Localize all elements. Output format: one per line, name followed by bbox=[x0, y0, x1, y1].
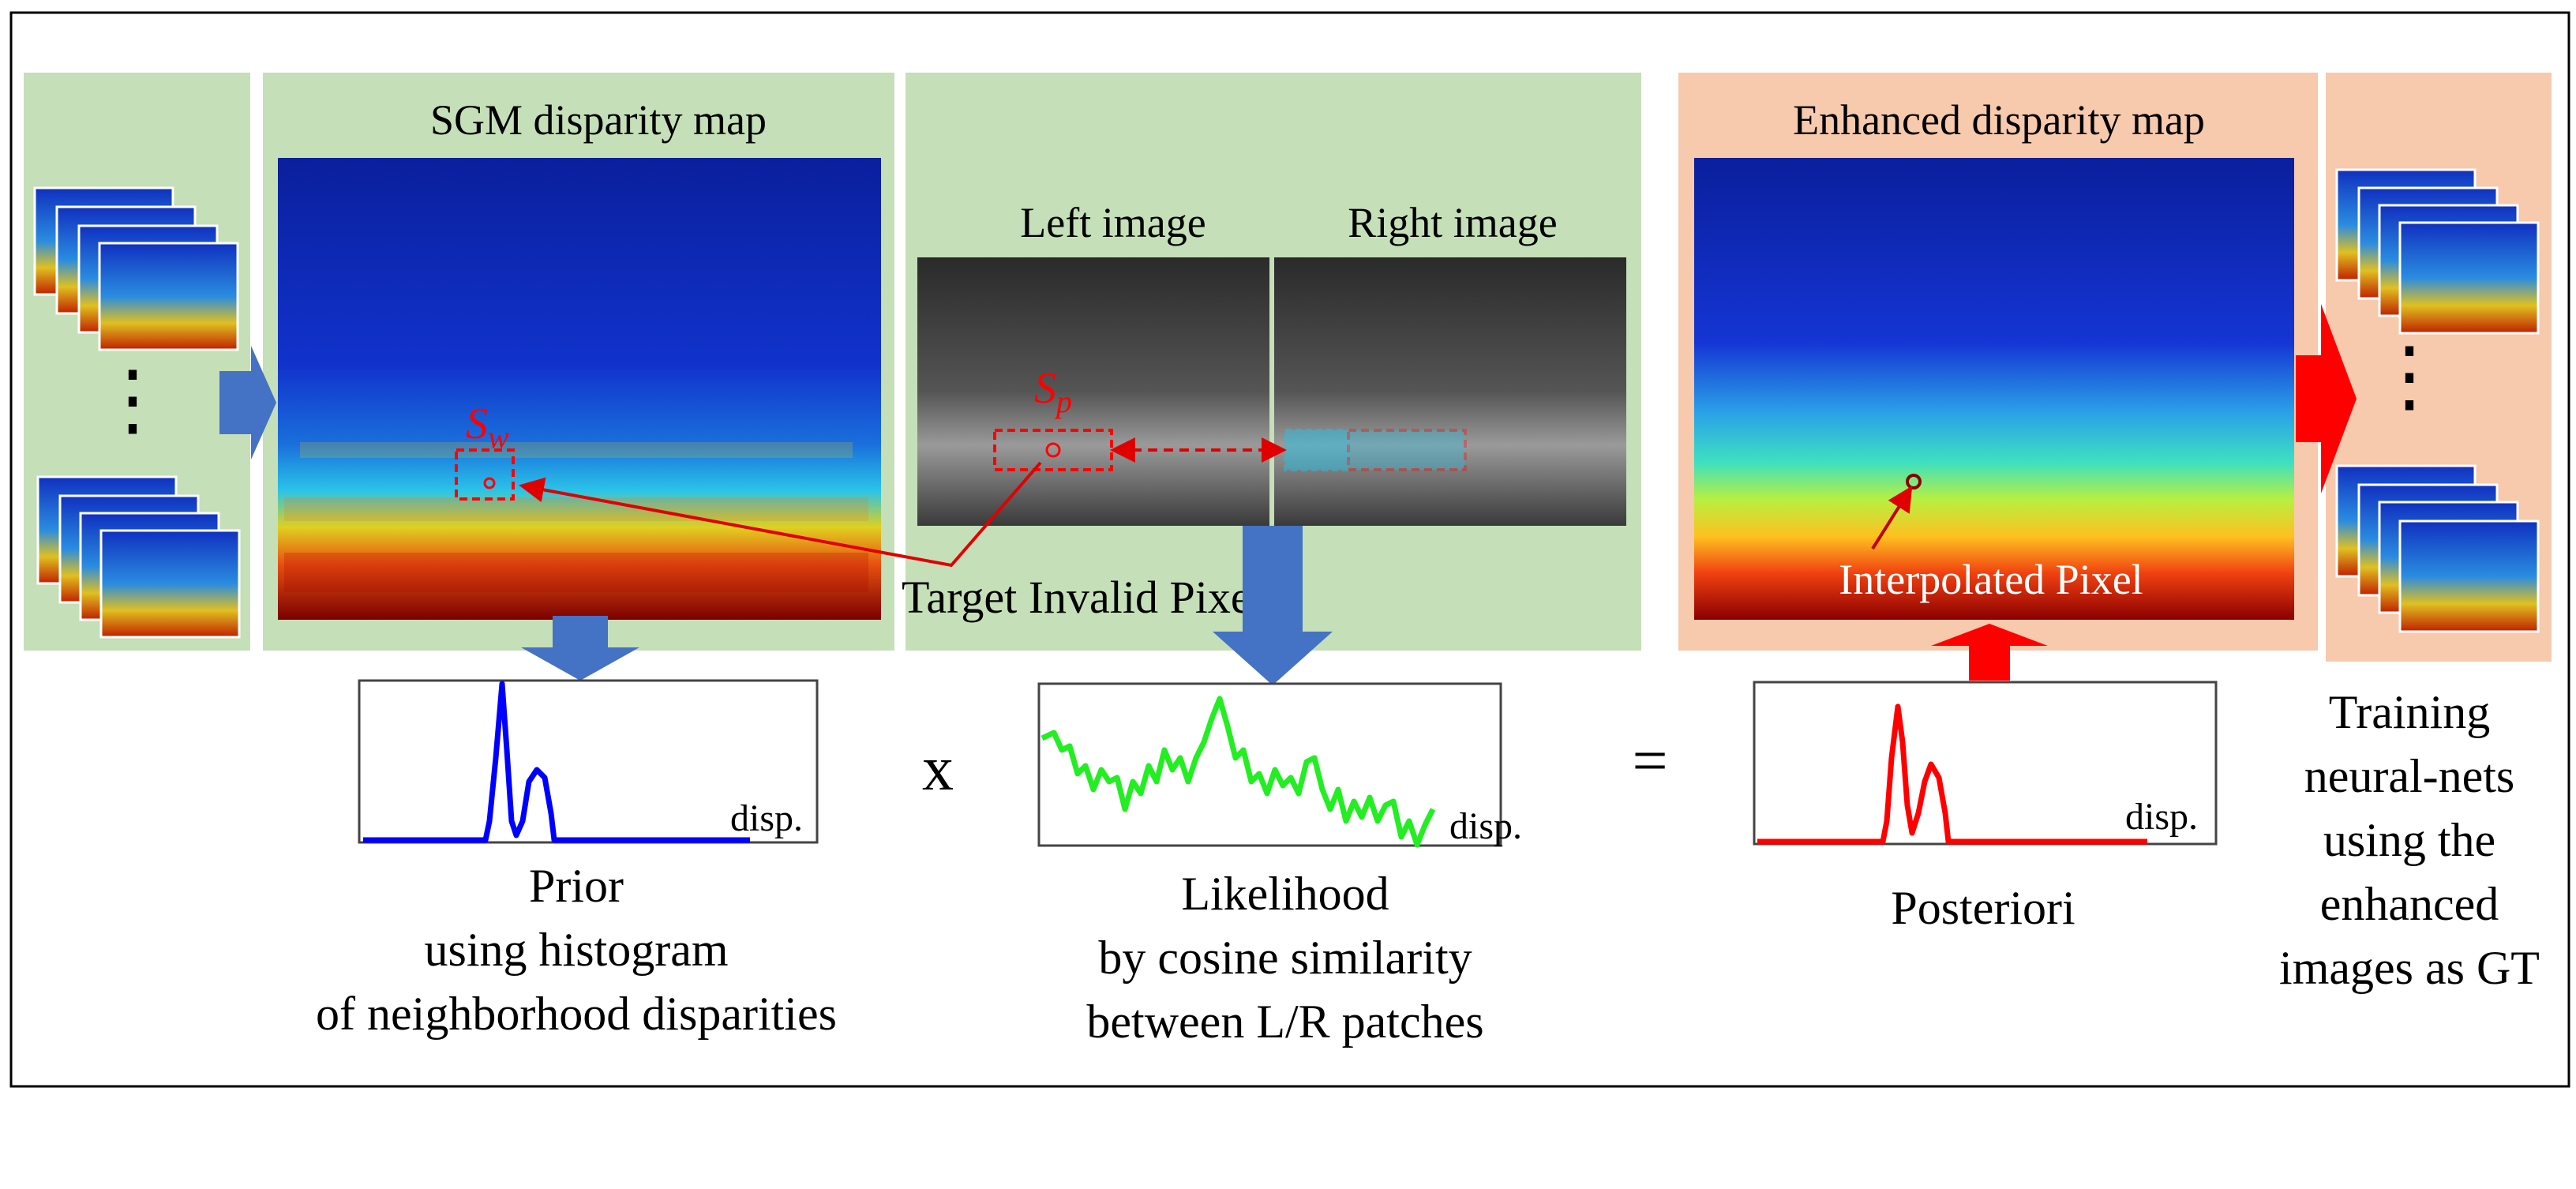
posterior-curve bbox=[1757, 703, 2147, 845]
posterior-axis-label: disp. bbox=[2125, 796, 2198, 838]
right-image-title: Right image bbox=[1348, 199, 1557, 246]
output-stack-ellipsis: ⋮ bbox=[2370, 332, 2449, 420]
target-pointer-line bbox=[519, 461, 1042, 568]
posterior-caption-line1: Posteriori bbox=[1891, 882, 2075, 934]
arrow-input-to-sgm bbox=[219, 346, 276, 459]
arrow-enhanced-to-output bbox=[2296, 304, 2357, 493]
posterior-plot: disp. Posteriori bbox=[1753, 681, 2218, 934]
training-caption: Training neural-nets using the enhanced … bbox=[2279, 686, 2540, 994]
prior-caption-line3: of neighborhood disparities bbox=[316, 988, 837, 1040]
prior-plot: disp. Prior using histogram of neighborh… bbox=[316, 679, 837, 1040]
sw-label: Sw bbox=[466, 399, 509, 455]
posterior-plot-frame bbox=[1753, 681, 2218, 846]
sgm-disparity-image bbox=[278, 158, 881, 620]
interpolated-pixel-marker bbox=[1906, 474, 1922, 489]
arrow-posterior-to-enhanced bbox=[1931, 624, 2048, 681]
output-stack-bottom bbox=[2335, 464, 2540, 633]
left-patch bbox=[993, 429, 1113, 471]
sw-pixel-marker bbox=[483, 477, 496, 489]
likelihood-caption-line1: Likelihood bbox=[1181, 868, 1389, 920]
output-stack-top bbox=[2335, 168, 2540, 335]
prior-axis-label: disp. bbox=[730, 797, 803, 839]
likelihood-plot-frame bbox=[1037, 682, 1502, 847]
sgm-noise bbox=[284, 442, 868, 592]
likelihood-plot: disp. Likelihood by cosine similarity be… bbox=[1037, 682, 1522, 1048]
sw-window bbox=[455, 448, 515, 501]
outer-frame bbox=[9, 11, 2570, 1088]
training-caption-line4: enhanced bbox=[2320, 878, 2499, 930]
equals-operator: = bbox=[1632, 726, 1667, 796]
arrow-stereo-to-likelihood bbox=[1213, 526, 1333, 685]
target-pixel-marker bbox=[1045, 442, 1061, 458]
prior-caption-line2: using histogram bbox=[425, 924, 729, 976]
input-stack-ellipsis: ⋮ bbox=[93, 356, 172, 444]
likelihood-caption-line2: by cosine similarity bbox=[1098, 932, 1472, 984]
times-operator: x bbox=[922, 734, 954, 804]
input-stack-top bbox=[33, 186, 239, 351]
sp-label: Sp bbox=[1034, 364, 1072, 419]
sgm-title: SGM disparity map bbox=[430, 96, 767, 144]
likelihood-caption-line3: between L/R patches bbox=[1086, 996, 1483, 1048]
training-caption-line3: using the bbox=[2323, 814, 2495, 866]
interpolated-pixel-label: Interpolated Pixel bbox=[1839, 556, 2143, 603]
likelihood-axis-label: disp. bbox=[1449, 805, 1522, 847]
interpolated-pointer-line bbox=[1871, 486, 1913, 550]
target-invalid-pixel-label: Target Invalid Pixel bbox=[902, 572, 1264, 623]
training-caption-line5: images as GT bbox=[2279, 942, 2540, 994]
likelihood-curve bbox=[1041, 696, 1436, 848]
enhanced-title: Enhanced disparity map bbox=[1793, 96, 2205, 144]
right-search-band bbox=[1284, 429, 1350, 471]
prior-curve bbox=[363, 681, 750, 843]
enhanced-disparity-image bbox=[1694, 158, 2294, 620]
left-image-title: Left image bbox=[1020, 199, 1206, 246]
arrow-sgm-to-prior bbox=[521, 616, 639, 681]
training-caption-line1: Training bbox=[2329, 686, 2491, 738]
right-image bbox=[1274, 257, 1626, 526]
left-image bbox=[917, 257, 1269, 526]
prior-plot-frame bbox=[358, 679, 819, 844]
prior-caption-line1: Prior bbox=[529, 860, 624, 912]
right-search-band-2 bbox=[1347, 429, 1467, 471]
training-caption-line2: neural-nets bbox=[2304, 750, 2515, 802]
input-stack-bottom bbox=[36, 475, 241, 639]
